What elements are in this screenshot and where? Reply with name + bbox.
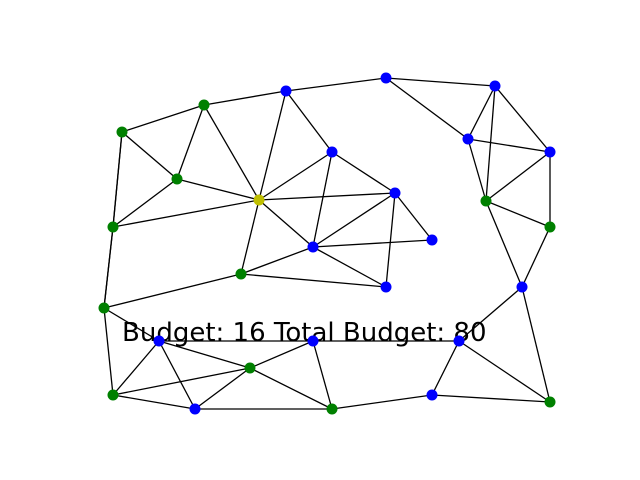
graph-edge [103,307,160,342]
graph-edge [331,394,433,410]
graph-edge [112,178,178,228]
graph-node-blue[interactable] [516,281,528,293]
graph-edge [312,246,387,288]
graph-edge [158,340,251,369]
graph-edge [394,192,433,241]
graph-edge [112,199,260,228]
graph-edge [285,77,387,92]
graph-edge [258,90,287,201]
graph-edge [240,246,314,275]
graph-edge [176,178,260,201]
graph-edge [258,151,333,201]
graph-node-blue[interactable] [489,80,501,92]
graph-node-green[interactable] [107,221,119,233]
graph-edge [240,273,387,288]
graph-edge [385,77,469,140]
graph-node-blue[interactable] [544,146,556,158]
graph-edge [203,104,260,201]
graph-node-blue[interactable] [307,335,319,347]
graph-edge [158,340,196,410]
graph-edge [312,340,333,410]
graph-edge [385,77,496,87]
graph-edge [112,367,251,396]
graph-node-blue[interactable] [426,389,438,401]
graph-node-green[interactable] [171,173,183,185]
graph-edge [312,192,396,248]
graph-edge [258,199,314,248]
graph-node-blue[interactable] [462,133,474,145]
graph-edge [312,239,433,248]
graph-node-green[interactable] [107,389,119,401]
graph-node-blue[interactable] [453,335,465,347]
graph-edge [431,340,460,396]
graph-edge [112,131,123,228]
graph-node-green[interactable] [480,195,492,207]
graph-edge [485,85,496,202]
graph-edge [521,226,551,288]
graph-node-blue[interactable] [326,146,338,158]
graph-edge [240,199,260,275]
graph-edge [467,138,551,153]
graph-node-green[interactable] [98,302,110,314]
graph-edge [203,90,287,106]
graph-node-green[interactable] [544,396,556,408]
graph-edge [331,151,396,194]
graph-edge [249,340,314,369]
graph-edge [467,85,496,140]
graph-edge [112,394,196,410]
graph-edge [458,340,551,403]
graph-edge [176,104,205,180]
edge-layer [103,77,551,410]
graph-node-green[interactable] [198,99,210,111]
graph-edge [121,104,205,133]
graph-node-green[interactable] [244,362,256,374]
node-layer [98,72,556,415]
budget-label: Budget: 16 Total Budget: 80 [122,318,487,348]
graph-node-green[interactable] [544,221,556,233]
graph-node-yellow[interactable] [253,194,265,206]
graph-edge [494,85,551,153]
graph-edge [521,286,551,403]
graph-node-blue[interactable] [280,85,292,97]
graph-node-blue[interactable] [389,187,401,199]
graph-edge [385,192,396,288]
graph-edge [103,273,242,309]
graph-edge [103,226,114,309]
graph-edge [431,394,551,403]
graph-edge [121,131,178,180]
graph-edge [467,138,487,202]
graph-edge [258,192,396,201]
graph-node-blue[interactable] [307,241,319,253]
graph-edge [485,200,551,228]
graph-edge [194,367,251,410]
graph-edge [112,340,160,396]
graph-node-blue[interactable] [153,335,165,347]
graph-node-green[interactable] [326,403,338,415]
graph-node-blue[interactable] [380,72,392,84]
graph-edge [103,307,114,396]
graph-node-blue[interactable] [189,403,201,415]
graph-node-green[interactable] [116,126,128,138]
graph-edge [312,151,333,248]
graph-node-blue[interactable] [426,234,438,246]
graph-edge [249,367,333,410]
graph-edge [285,90,333,153]
graph-node-green[interactable] [235,268,247,280]
graph-edge [485,200,523,288]
graph-edge [458,286,523,342]
graph-node-blue[interactable] [380,281,392,293]
graph-edge [485,151,551,202]
